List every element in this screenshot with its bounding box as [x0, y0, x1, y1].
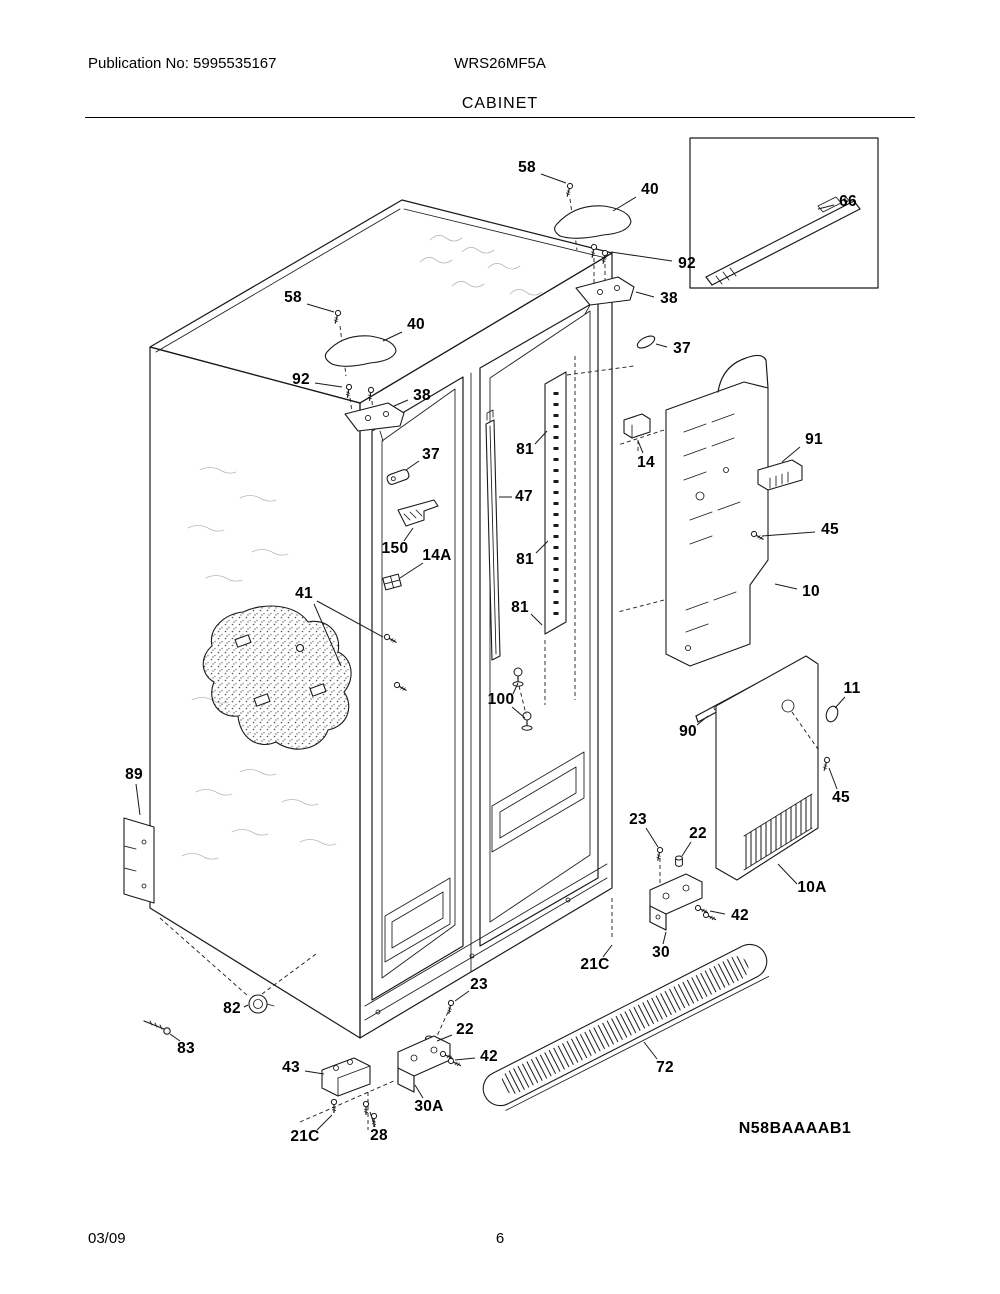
insulation-pad-41 — [202, 605, 409, 750]
page-title: CABINET — [461, 95, 539, 112]
bottom-hinge-upper-cluster — [611, 846, 718, 940]
publication-number: Publication No: 5995535167 — [88, 55, 277, 72]
lower-back-panel-10A — [695, 655, 839, 881]
inset-detail-box — [689, 137, 879, 289]
bottom-hinge-lower-cluster — [299, 999, 463, 1130]
model-number: WRS26MF5A — [454, 55, 546, 72]
toe-grille-72 — [482, 943, 770, 1111]
side-plate-89 — [123, 817, 155, 904]
air-duct-panel-10 — [617, 354, 803, 667]
footer-page-number: 6 — [495, 1230, 505, 1247]
top-hinge-hardware-right — [554, 182, 656, 349]
top-hinge-hardware-left — [324, 309, 439, 591]
diagram-code: N58BAAAAB1 — [738, 1120, 852, 1137]
roller-82-screw-83 — [143, 917, 317, 1035]
callout-leader-lines — [135, 173, 846, 1131]
header-divider — [85, 117, 915, 118]
cabinet-body — [149, 199, 613, 1039]
footer-date: 03/09 — [88, 1230, 126, 1247]
part-14-bracket — [623, 413, 651, 452]
mullion-rails — [485, 356, 635, 731]
